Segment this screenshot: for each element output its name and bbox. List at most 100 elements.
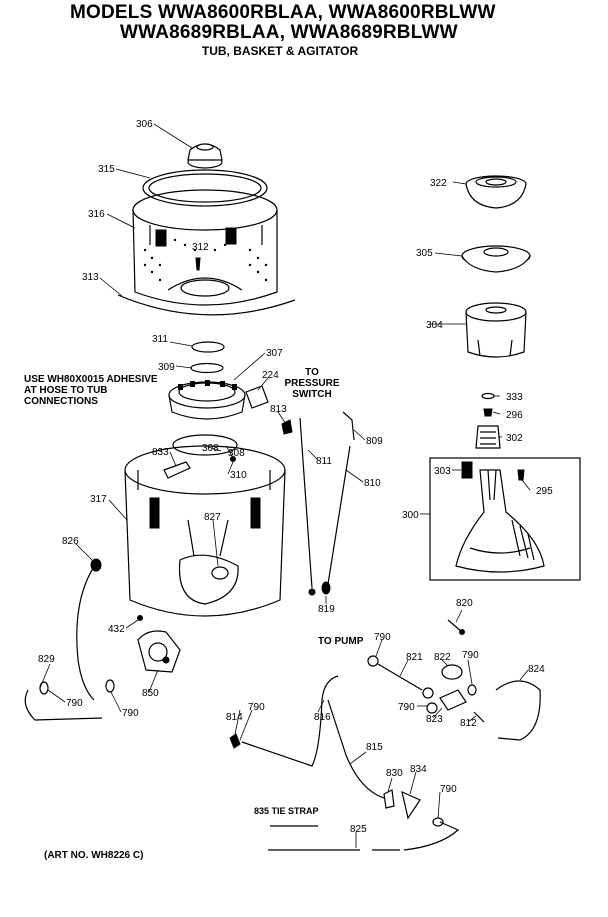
part-label: 316	[88, 209, 105, 220]
pressure-switch-note-line-3: SWITCH	[292, 389, 332, 400]
snubber-ring-part	[117, 294, 296, 316]
part-label: 310	[230, 470, 247, 481]
tub-bolt-part	[230, 456, 236, 462]
drain-hose-part	[76, 558, 102, 701]
part-label: 827	[204, 512, 221, 523]
agitator-cam-part	[461, 461, 473, 479]
part-number-labels: 306 315 316 312 313 311 309 307 224 813 …	[38, 119, 553, 835]
diagram-subtitle: TUB, BASKET & AGITATOR	[201, 44, 359, 58]
part-label: 306	[136, 119, 153, 130]
part-label: 300	[402, 510, 419, 521]
basket-screw-part	[195, 257, 201, 271]
pump-hose-part	[241, 675, 385, 799]
pump-part	[137, 630, 181, 673]
pump-outlet-hose-part	[367, 655, 434, 699]
pressure-tube-part	[299, 417, 316, 596]
part-label: 829	[38, 654, 55, 665]
part-label: 302	[506, 433, 523, 444]
part-label: 790	[122, 708, 139, 719]
valve-clip-part	[473, 711, 485, 723]
part-label: 333	[506, 392, 523, 403]
part-label: 820	[456, 598, 473, 609]
part-label: 790	[462, 650, 479, 661]
part-label: 810	[364, 478, 381, 489]
part-label: 790	[248, 702, 265, 713]
tub-bracket-part	[163, 461, 191, 479]
part-label: 305	[416, 248, 433, 259]
agitator-assembly-box	[429, 457, 581, 581]
part-label: 317	[90, 494, 107, 505]
hose-clamp-ring-part	[432, 817, 444, 827]
part-label: 309	[158, 362, 175, 373]
leader-lines	[39, 123, 531, 848]
mounting-hub-part	[168, 380, 246, 420]
hose-clamp-part	[229, 733, 241, 749]
part-label: 322	[430, 178, 447, 189]
agitator-cover-part	[461, 245, 531, 273]
part-label: 850	[142, 688, 159, 699]
clip-part	[281, 419, 293, 435]
models-title-line-1: MODELS WWA8600RBLAA, WWA8600RBLWW	[70, 2, 496, 23]
part-label: 312	[192, 242, 209, 253]
part-label: 826	[62, 536, 79, 547]
part-label: 790	[66, 698, 83, 709]
part-label: 307	[266, 348, 283, 359]
tie-strap-note: 835 TIE STRAP	[254, 806, 319, 816]
part-label: 224	[262, 370, 279, 381]
part-label: 811	[316, 456, 332, 467]
part-label: 311	[152, 334, 168, 345]
part-label: 834	[410, 764, 427, 775]
part-label: 824	[528, 664, 545, 675]
part-label: 833	[152, 447, 169, 458]
seal-ring-part	[190, 341, 225, 374]
wash-basket-part	[132, 189, 278, 306]
to-pump-note: TO PUMP	[318, 636, 364, 647]
part-label: 830	[386, 768, 403, 779]
adhesive-note: USE WH80X0015 ADHESIVE AT HOSE TO TUB CO…	[24, 374, 158, 407]
part-label: 822	[434, 652, 451, 663]
o-ring-part	[481, 392, 495, 400]
hose-cap-part	[321, 581, 331, 595]
outlet-hose-part	[495, 680, 541, 741]
agitator-base-part	[455, 469, 545, 573]
part-label: 308	[228, 448, 245, 459]
agitator-shaft-part	[475, 425, 501, 449]
part-label: 432	[108, 624, 125, 635]
part-label: 295	[536, 486, 553, 497]
bracket-part	[245, 385, 269, 409]
tie-strap-part	[268, 821, 460, 851]
part-label: 812	[460, 718, 477, 729]
spring-clip-part	[447, 619, 465, 635]
agitator-barrel-part	[465, 302, 527, 358]
models-title-line-2: WWA8689RBLAA, WWA8689RBLWW	[120, 22, 458, 43]
part-label: 814	[226, 712, 243, 723]
part-label: 790	[398, 702, 415, 713]
part-label: 821	[406, 652, 423, 663]
art-number: (ART NO. WH8226 C)	[44, 850, 144, 861]
agitator-bolt-part	[483, 408, 493, 417]
air-dome-hose-part	[327, 411, 355, 585]
part-label: 790	[374, 632, 391, 643]
part-label: 809	[366, 436, 383, 447]
washer-part	[137, 615, 143, 621]
part-label: 825	[350, 824, 367, 835]
agitator-cap-part	[187, 143, 223, 169]
hose-fitting-part	[383, 789, 421, 820]
part-label: 815	[366, 742, 383, 753]
adhesive-note-line-1: USE WH80X0015 ADHESIVE	[24, 374, 158, 385]
part-label: 296	[506, 410, 523, 421]
check-valve-part	[426, 664, 477, 714]
outer-tub-part	[124, 434, 286, 617]
part-label: 315	[98, 164, 115, 175]
part-label: 816	[314, 712, 331, 723]
part-label: 823	[426, 714, 443, 725]
agitator-screw-part	[517, 469, 525, 481]
part-label: 304	[426, 320, 443, 331]
part-label: 308	[202, 443, 219, 454]
part-label: 313	[82, 272, 99, 283]
adhesive-note-line-3: CONNECTIONS	[24, 396, 98, 407]
part-label: 819	[318, 604, 335, 615]
part-label: 303	[434, 466, 451, 477]
